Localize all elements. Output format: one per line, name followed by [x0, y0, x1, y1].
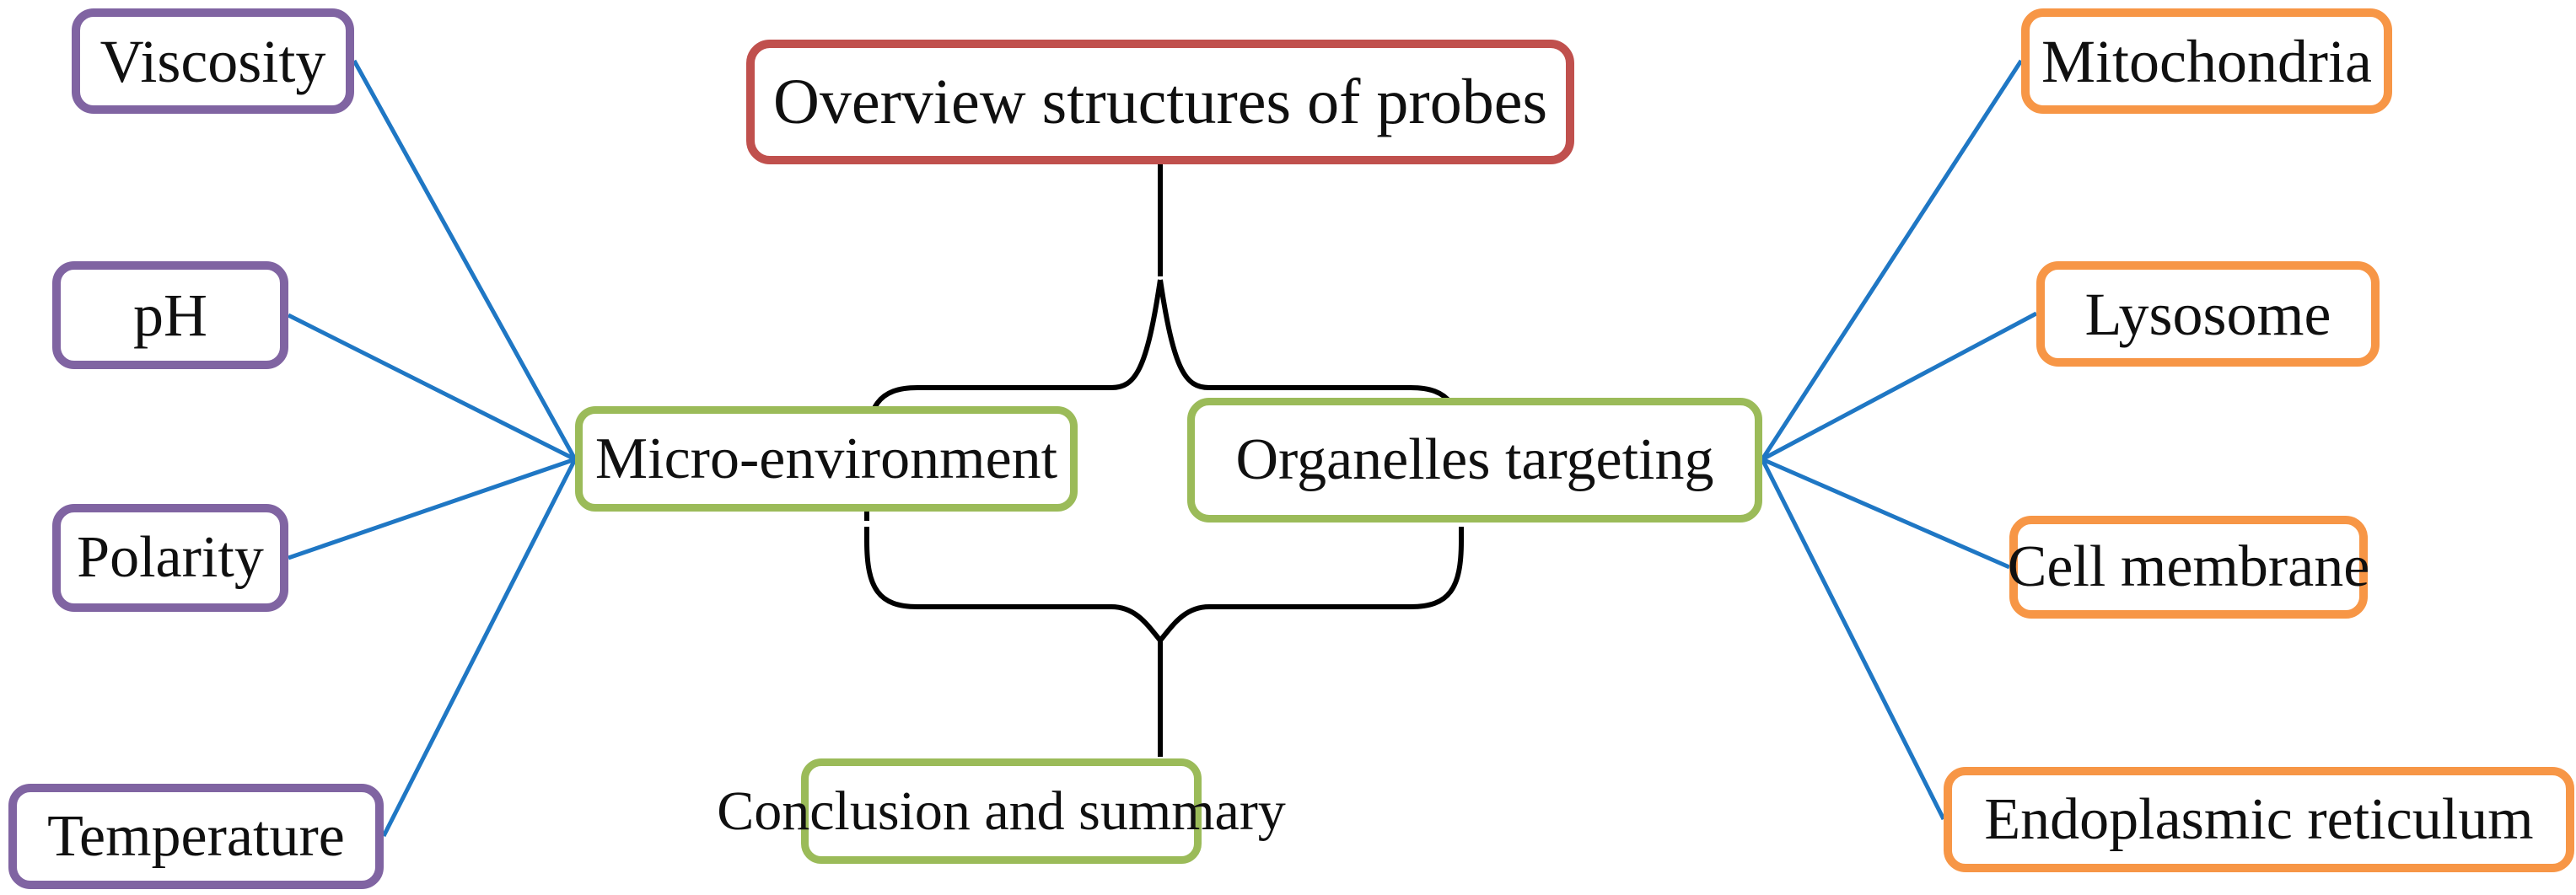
node-label: Mitochondria — [2041, 27, 2372, 95]
node-lysosome[interactable]: Lysosome — [2036, 261, 2380, 367]
node-mitochondria[interactable]: Mitochondria — [2021, 8, 2392, 114]
node-overview-structures-of-probes[interactable]: Overview structures of probes — [746, 40, 1574, 164]
right-connectors — [1760, 59, 2038, 821]
node-label: Overview structures of probes — [772, 67, 1548, 137]
connector-temperature — [381, 458, 578, 838]
node-polarity[interactable]: Polarity — [52, 504, 288, 612]
connector-polarity — [288, 457, 576, 560]
node-label: pH — [133, 281, 207, 349]
node-cell-membrane[interactable]: Cell membrane — [2008, 516, 2369, 619]
node-organelles-targeting[interactable]: Organelles targeting — [1187, 398, 1762, 523]
brace-lower-left-arm — [864, 527, 1163, 642]
connector-cell-membrane — [1761, 457, 2011, 570]
node-label: Endoplasmic reticulum — [1984, 786, 2534, 852]
node-micro-environment[interactable]: Micro-environment — [575, 406, 1078, 512]
node-label: Lysosome — [2084, 280, 2331, 348]
node-conclusion-and-summary[interactable]: Conclusion and summary — [717, 758, 1286, 864]
node-label: Viscosity — [99, 27, 326, 95]
connector-mitochondria — [1760, 59, 2024, 461]
brace-lower-right-arm — [1158, 527, 1464, 642]
node-label: Temperature — [47, 803, 345, 869]
node-label: Polarity — [77, 525, 264, 590]
node-label: Cell membrane — [2007, 534, 2370, 599]
node-label: Micro-environment — [594, 426, 1058, 491]
left-connectors — [287, 59, 578, 838]
node-endoplasmic-reticulum[interactable]: Endoplasmic reticulum — [1944, 767, 2574, 872]
node-label: Conclusion and summary — [717, 780, 1286, 842]
connector-ph — [287, 313, 577, 462]
node-temperature[interactable]: Temperature — [8, 784, 384, 889]
node-ph[interactable]: pH — [52, 261, 288, 369]
node-label: Organelles targeting — [1235, 427, 1714, 492]
connector-viscosity — [352, 59, 578, 461]
connector-endoplasmic-reticulum — [1760, 458, 1946, 821]
node-viscosity[interactable]: Viscosity — [72, 8, 354, 114]
connector-lysosome — [1761, 311, 2038, 462]
